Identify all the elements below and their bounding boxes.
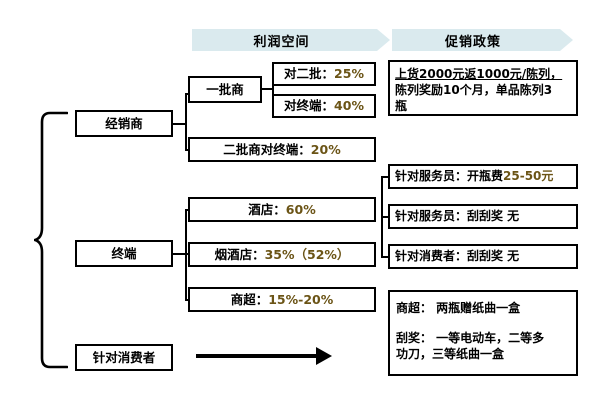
root-brace (33, 110, 69, 370)
profit-box-tobacco-shop-label: 烟酒店： (214, 246, 265, 262)
banner-arrow-tip-icon-2 (560, 29, 573, 51)
profit-box-hotel-value: 60% (285, 201, 316, 217)
channel-box-distributor-label: 经销商 (105, 115, 143, 131)
profit-box-tobacco-shop[interactable]: 烟酒店：35%（52%） (188, 242, 376, 267)
channel-box-consumer[interactable]: 针对消费者 (75, 344, 173, 371)
profit-box-second-tier-to-terminal-label: 二批商对终端： (223, 141, 311, 157)
profit-box-supermarket-label: 商超： (230, 291, 269, 307)
consumer-flow-arrow-head-icon (316, 347, 332, 365)
promotion-distributor-line-2: 陈列奖励10个月，单品陈列3 (395, 83, 553, 98)
promotion-consumer-scratch-label: 针对消费者：刮刮奖 无 (395, 249, 520, 264)
promotion-distributor-line-1: 上货2000元返1000元/陈列， (395, 67, 563, 81)
channel-box-terminal[interactable]: 终端 (75, 240, 173, 267)
profit-box-to-second-tier[interactable]: 对二批：25% (272, 62, 376, 86)
connector-terminal-vertical (185, 209, 187, 301)
profit-box-second-tier-to-terminal-value: 20% (310, 141, 341, 157)
profit-box-supermarket[interactable]: 商超：15%-20% (188, 287, 376, 312)
root-brace-icon (33, 111, 69, 369)
channel-box-consumer-label: 针对消费者 (92, 349, 156, 365)
profit-box-first-tier[interactable]: 一批商 (188, 76, 262, 103)
profit-box-hotel[interactable]: 酒店：60% (188, 197, 376, 222)
promotion-supermarket-gift-line-2: 刮奖： 一等电动车，二等多 (396, 331, 545, 346)
promotion-box-waiter-open-bottle[interactable]: 针对服务员：开瓶费 25-50元 (388, 164, 578, 189)
banner-profit-space: 利润空间 (192, 29, 390, 51)
connector-promotion-branch-3 (381, 256, 390, 258)
profit-box-supermarket-value: 15%-20% (268, 291, 334, 307)
channel-box-terminal-label: 终端 (111, 245, 137, 261)
profit-box-tobacco-shop-value: 35%（52%） (264, 246, 350, 262)
promotion-waiter-open-bottle-label: 针对服务员：开瓶费 (395, 169, 504, 184)
profit-box-first-tier-label: 一批商 (206, 81, 244, 97)
promotion-waiter-open-bottle-value: 25-50元 (503, 169, 554, 184)
promotion-supermarket-gift-line-3: 功刀，三等纸曲一盒 (396, 347, 505, 362)
promotion-distributor-line-3: 瓶 (395, 99, 408, 114)
connector-distributor-vertical (185, 93, 187, 151)
banner-profit-space-label: 利润空间 (253, 34, 310, 50)
banner-promotion-policy: 促销政策 (392, 29, 573, 51)
connector-promotion-branch-1 (381, 176, 390, 178)
consumer-flow-arrow-line (196, 354, 318, 358)
banner-arrow-tip-icon (377, 29, 390, 51)
connector-first-tier-vertical (272, 73, 274, 107)
promotion-box-supermarket-gift[interactable]: 商超： 两瓶赠纸曲一盒 刮奖： 一等电动车，二等多 功刀，三等纸曲一盒 (388, 290, 578, 376)
connector-promotion-branch-2 (381, 216, 390, 218)
connector-terminal-stem (173, 253, 185, 255)
profit-box-to-terminal-value: 40% (334, 98, 364, 114)
promotion-supermarket-gift-line-1: 商超： 两瓶赠纸曲一盒 (396, 301, 521, 315)
profit-box-to-terminal-label: 对终端： (284, 98, 335, 114)
connector-distributor-stem (173, 123, 185, 125)
promotion-box-waiter-scratch[interactable]: 针对服务员：刮刮奖 无 (388, 204, 578, 229)
profit-box-to-second-tier-label: 对二批： (284, 66, 335, 82)
channel-box-distributor[interactable]: 经销商 (75, 110, 173, 137)
profit-box-second-tier-to-terminal[interactable]: 二批商对终端：20% (188, 137, 376, 162)
promotion-waiter-scratch-label: 针对服务员：刮刮奖 无 (395, 209, 520, 224)
promotion-box-consumer-scratch[interactable]: 针对消费者：刮刮奖 无 (388, 244, 578, 269)
profit-box-to-terminal[interactable]: 对终端：40% (272, 94, 376, 118)
profit-box-to-second-tier-value: 25% (334, 66, 364, 82)
connector-first-tier-stem (262, 88, 272, 90)
profit-box-hotel-label: 酒店： (248, 201, 286, 217)
promotion-box-distributor-policy[interactable]: 上货2000元返1000元/陈列， 陈列奖励10个月，单品陈列3 瓶 (388, 60, 578, 116)
banner-promotion-policy-label: 促销政策 (444, 34, 501, 50)
